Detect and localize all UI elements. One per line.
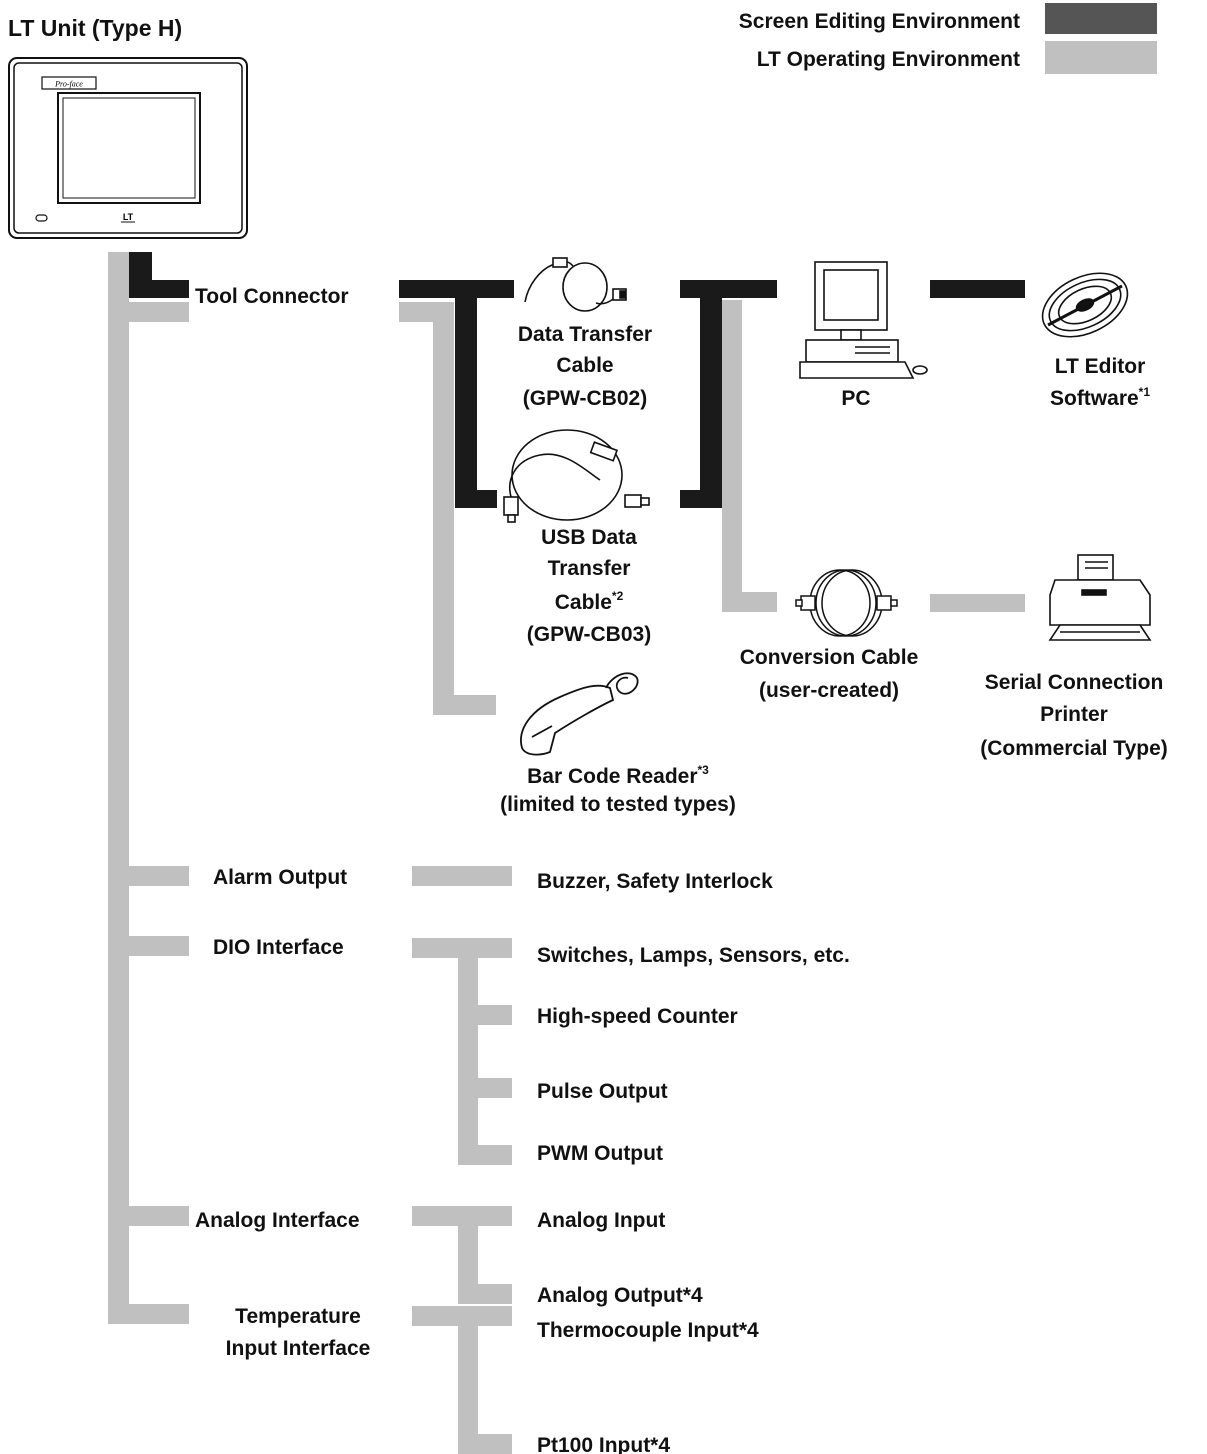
data-transfer-cable-label: Data Transfer Cable (GPW-CB02) (518, 323, 652, 410)
svg-text:(Commercial Type): (Commercial Type) (980, 737, 1168, 760)
tool-connector-label: Tool Connector (195, 285, 349, 308)
connection-lines (108, 252, 1025, 1454)
svg-text:(user-created): (user-created) (759, 679, 899, 702)
svg-text:Cable*2: Cable*2 (555, 589, 624, 614)
svg-text:Software*1: Software*1 (1050, 385, 1150, 410)
temperature-item: Thermocouple Input*4 (537, 1319, 759, 1342)
legend: Screen Editing Environment LT Operating … (739, 3, 1157, 74)
analog-interface-label: Analog Interface (195, 1209, 360, 1232)
temperature-interface-label: Temperature Input Interface (226, 1305, 371, 1360)
software-label: LT Editor Software*1 (1050, 355, 1150, 410)
usb-cable-icon (503, 429, 650, 523)
barcode-reader-icon (520, 672, 639, 756)
alarm-output-label: Alarm Output (213, 866, 347, 889)
pro-face-logo (41, 76, 97, 90)
svg-text:Printer: Printer (1040, 703, 1108, 726)
printer-label: Serial Connection Printer (Commercial Ty… (980, 671, 1168, 760)
legend-swatch-operating (1045, 41, 1157, 74)
barcode-reader-label: Bar Code Reader*3 (limited to tested typ… (500, 763, 736, 816)
dio-item: PWM Output (537, 1142, 663, 1165)
lt-badge: LT (123, 212, 134, 222)
svg-text:Transfer: Transfer (548, 557, 631, 580)
svg-text:(limited to tested types): (limited to tested types) (500, 793, 736, 816)
status-led-icon (35, 214, 48, 222)
svg-text:LT Editor: LT Editor (1055, 355, 1146, 378)
pro-face-logo-text: Pro-face (54, 80, 83, 89)
usb-cable-label: USB Data Transfer Cable*2 (GPW-CB03) (527, 526, 651, 646)
pc-label: PC (841, 387, 870, 410)
software-disc-icon (1041, 272, 1129, 338)
legend-label-editing: Screen Editing Environment (739, 10, 1020, 33)
pc-icon (799, 261, 928, 379)
printer-icon (1048, 554, 1152, 641)
svg-text:(GPW-CB03): (GPW-CB03) (527, 623, 651, 646)
dio-item: Pulse Output (537, 1080, 668, 1103)
unit-screen (57, 92, 201, 204)
svg-text:Data Transfer: Data Transfer (518, 323, 652, 346)
svg-text:Temperature: Temperature (235, 1305, 361, 1328)
alarm-output-item: Buzzer, Safety Interlock (537, 870, 773, 893)
analog-item: Analog Input (537, 1209, 665, 1232)
conversion-cable-label: Conversion Cable (user-created) (740, 646, 919, 702)
temperature-item: Pt100 Input*4 (537, 1434, 670, 1454)
svg-text:Conversion Cable: Conversion Cable (740, 646, 919, 669)
dio-item: Switches, Lamps, Sensors, etc. (537, 944, 850, 967)
dio-interface-label: DIO Interface (213, 936, 344, 959)
dio-item: High-speed Counter (537, 1005, 738, 1028)
svg-text:USB Data: USB Data (541, 526, 637, 549)
svg-text:(GPW-CB02): (GPW-CB02) (523, 387, 647, 410)
legend-label-operating: LT Operating Environment (757, 48, 1020, 71)
lt-unit-illustration: Pro-face LT (8, 57, 248, 239)
analog-item: Analog Output*4 (537, 1284, 703, 1307)
svg-text:Input Interface: Input Interface (226, 1337, 371, 1360)
diagram-title: LT Unit (Type H) (8, 15, 182, 41)
data-transfer-cable-icon (524, 257, 627, 312)
legend-swatch-editing (1045, 3, 1157, 34)
conversion-cable-icon (795, 569, 898, 637)
svg-text:Cable: Cable (556, 354, 613, 377)
svg-text:Serial Connection: Serial Connection (985, 671, 1164, 694)
svg-text:Bar Code Reader*3: Bar Code Reader*3 (527, 763, 709, 788)
